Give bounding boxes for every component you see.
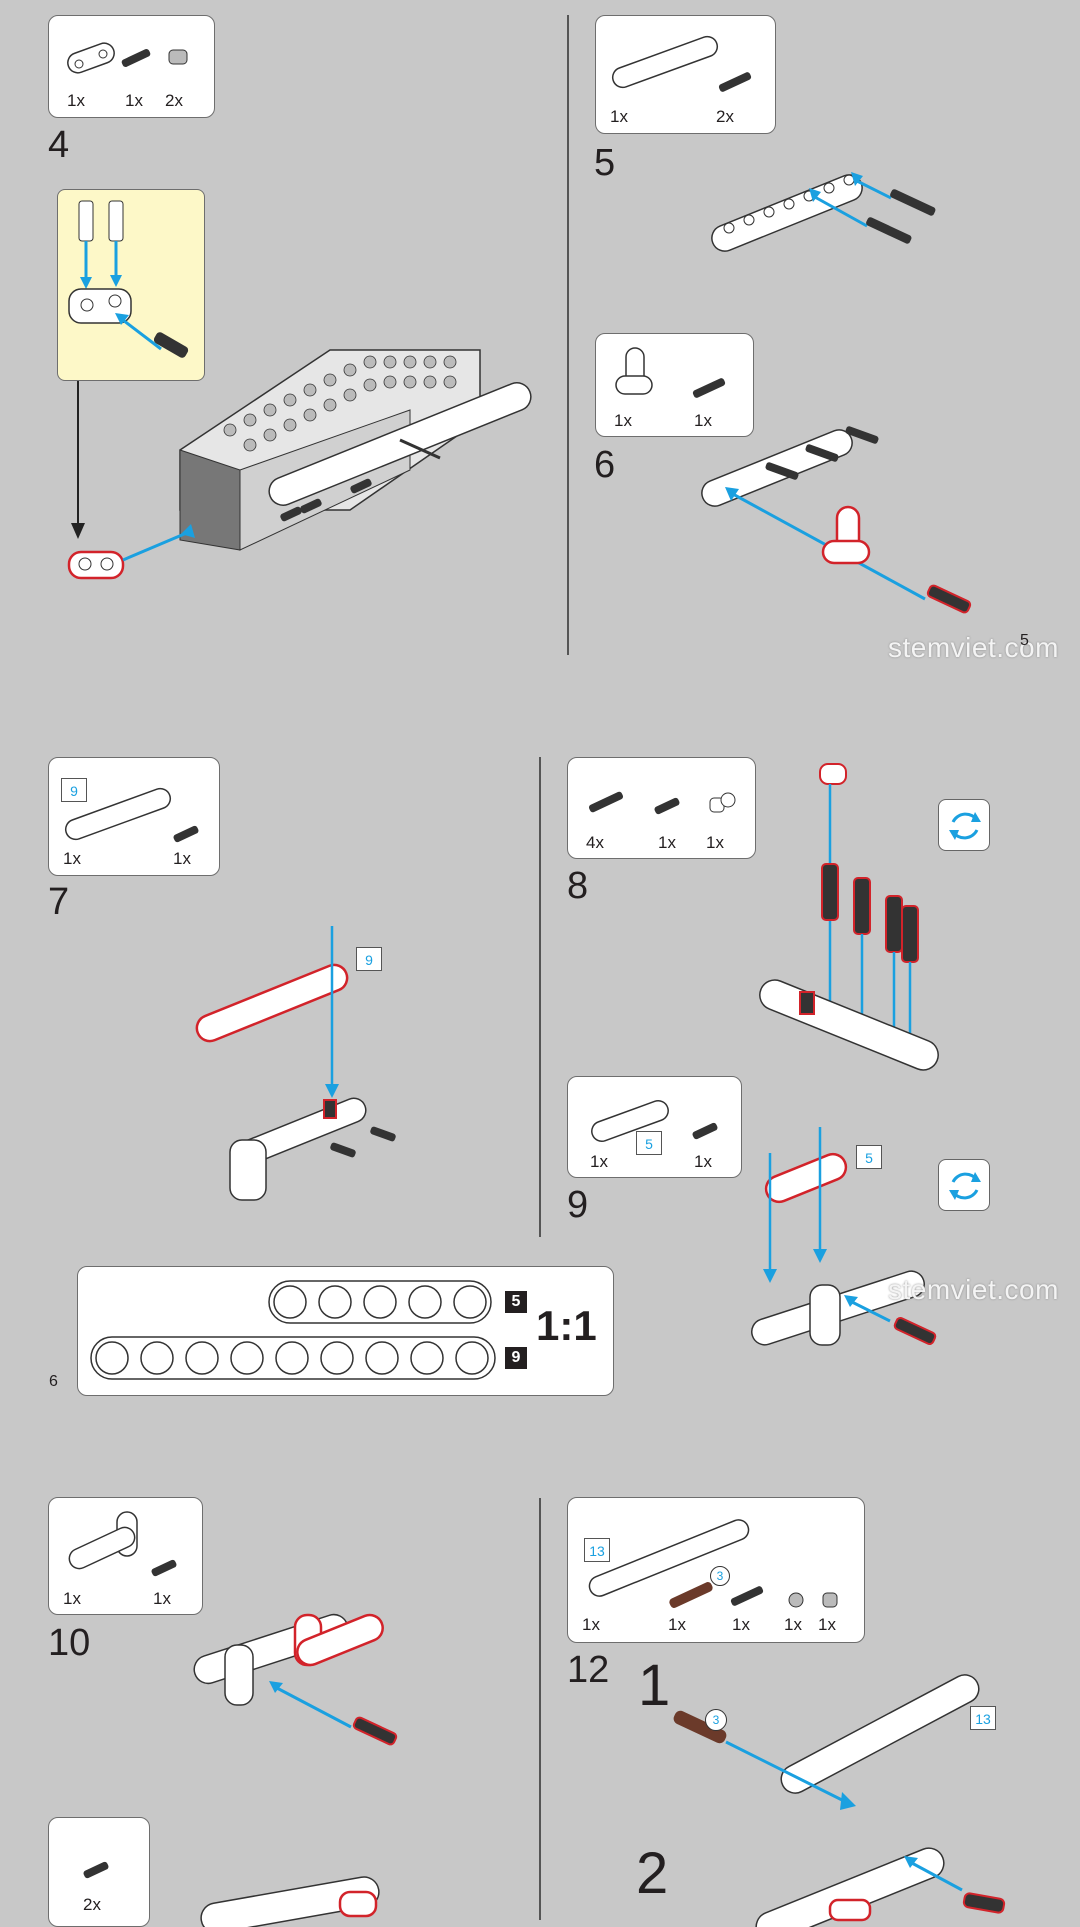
long-pin-icon (588, 791, 624, 813)
pin-icon (692, 1122, 718, 1140)
step-6-parts-box: 1x 1x (595, 333, 754, 437)
part-qty: 1x (784, 1615, 802, 1634)
substep-number: 1 (638, 1653, 671, 1718)
step-number: 6 (594, 444, 616, 486)
part-qty: 1x (668, 1615, 686, 1634)
substep-number: 2 (636, 1841, 669, 1906)
pin-icon (692, 378, 726, 398)
step-5-assembly (711, 172, 936, 252)
part-qty: 2x (716, 107, 734, 126)
step-number: 12 (567, 1649, 610, 1691)
step-6-assembly (701, 426, 972, 614)
part-qty: 1x (658, 833, 676, 852)
page-number: 6 (49, 1373, 58, 1390)
beam-icon (64, 787, 172, 841)
beam-length-tag: 9 (356, 947, 382, 971)
step-12-assembly-1 (673, 1674, 980, 1810)
beam-length-tag: 13 (584, 1538, 610, 1562)
axle-length-tag: 3 (705, 1709, 727, 1731)
scale-label: 9 (505, 1347, 527, 1369)
step-number: 4 (48, 124, 70, 166)
rotate-model-icon (938, 1159, 990, 1211)
bush-icon (822, 1592, 838, 1608)
part-qty: 1x (732, 1615, 750, 1634)
angle-beam-icon (68, 1511, 138, 1570)
rotate-model-icon (938, 799, 990, 851)
step-12-parts-box: 13 3 1x 1x 1x 1x 1x (567, 1497, 865, 1643)
step-4-arrow-down (71, 381, 85, 539)
divider-top (567, 15, 569, 655)
step-number: 9 (567, 1184, 589, 1226)
part-qty: 1x (63, 1589, 81, 1608)
part-qty: 1x (614, 411, 632, 430)
pin-icon (83, 1861, 109, 1879)
step-9-assembly (751, 1127, 937, 1346)
beam-5-scale (268, 1280, 492, 1324)
watermark: stemviet.com (888, 632, 1059, 663)
part-qty: 1x (582, 1615, 600, 1634)
connector-icon (67, 42, 115, 74)
step-10-parts-box: 1x 1x (48, 1497, 203, 1615)
beam-9-scale (90, 1336, 496, 1380)
step-8-parts-box: 4x 1x 1x (567, 757, 756, 859)
beam-length-tag: 5 (636, 1131, 662, 1155)
step-7-parts-box: 9 1x 1x (48, 757, 220, 876)
pin-icon (173, 825, 199, 843)
part-qty: 1x (63, 849, 81, 868)
page-number: 5 (1020, 632, 1029, 649)
divider-bottom (539, 1498, 541, 1920)
pin-bush-icon (709, 792, 736, 813)
bush-icon (168, 49, 188, 65)
step-number: 10 (48, 1622, 91, 1664)
step-number: 7 (48, 881, 70, 923)
axle-length-tag: 3 (710, 1566, 730, 1586)
step-12-assembly-2 (755, 1847, 1006, 1927)
scale-ratio: 1:1 (536, 1302, 597, 1349)
step-11-parts-box: 2x (48, 1817, 150, 1927)
part-qty: 1x (67, 91, 85, 110)
axle-icon (669, 1582, 713, 1608)
scale-label: 5 (505, 1291, 527, 1313)
step-9-parts-box: 5 1x 1x (567, 1076, 742, 1178)
part-qty: 1x (125, 91, 143, 110)
part-qty: 1x (818, 1615, 836, 1634)
part-qty: 1x (694, 411, 712, 430)
beam-length-tag: 9 (61, 778, 87, 802)
pin-icon (718, 72, 752, 92)
bush-icon (788, 1592, 804, 1608)
part-qty: 1x (590, 1152, 608, 1171)
pin-icon (121, 49, 151, 67)
part-qty: 2x (165, 91, 183, 110)
step-8-assembly (759, 763, 939, 1071)
step-4-connector-highlight (67, 524, 195, 580)
step-4-parts-box: 1x 1x 2x (48, 15, 215, 118)
step-number: 8 (567, 865, 589, 907)
part-qty: 1x (706, 833, 724, 852)
beam-icon (591, 1099, 669, 1143)
step-4-callout-drawing (68, 200, 189, 358)
pin-icon (151, 1559, 177, 1577)
part-qty: 1x (610, 107, 628, 126)
beam-length-tag: 13 (970, 1706, 996, 1730)
motor-hub-assembly (179, 349, 532, 551)
step-11-assembly (200, 1876, 380, 1927)
divider-middle (539, 757, 541, 1237)
watermark: stemviet.com (888, 1274, 1059, 1305)
part-qty: 2x (83, 1895, 101, 1914)
step-10-assembly (193, 1613, 398, 1746)
step-number: 5 (594, 142, 616, 184)
part-qty: 1x (173, 849, 191, 868)
part-qty: 1x (153, 1589, 171, 1608)
part-qty: 1x (694, 1152, 712, 1171)
step-7-assembly (195, 926, 396, 1201)
angle-beam-icon (615, 347, 653, 395)
beam-icon (611, 35, 719, 89)
pin-icon (730, 1586, 764, 1606)
long-beam-icon (588, 1519, 750, 1597)
part-qty: 4x (586, 833, 604, 852)
pin-icon (654, 797, 680, 815)
step-5-parts-box: 1x 2x (595, 15, 776, 134)
beam-length-tag: 5 (856, 1145, 882, 1169)
